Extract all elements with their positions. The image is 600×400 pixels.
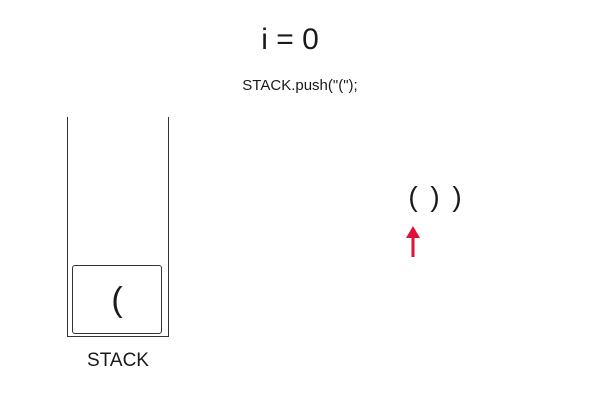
- stack-item: (: [72, 265, 162, 334]
- stack-caption: STACK: [87, 350, 149, 371]
- stack-left-wall: [67, 117, 68, 337]
- pointer-arrow-head: [406, 226, 420, 238]
- input-char: ): [452, 181, 462, 212]
- code-line: STACK.push("(");: [242, 77, 358, 94]
- input-char: ): [430, 181, 440, 212]
- stack-right-wall: [168, 117, 169, 337]
- iteration-label: i = 0: [261, 23, 319, 56]
- pointer-arrow-icon: [406, 226, 420, 257]
- input-string: ( ) ): [402, 180, 468, 214]
- stack-item-char: (: [111, 280, 123, 319]
- input-char: (: [408, 181, 418, 212]
- stack-floor: [67, 336, 169, 337]
